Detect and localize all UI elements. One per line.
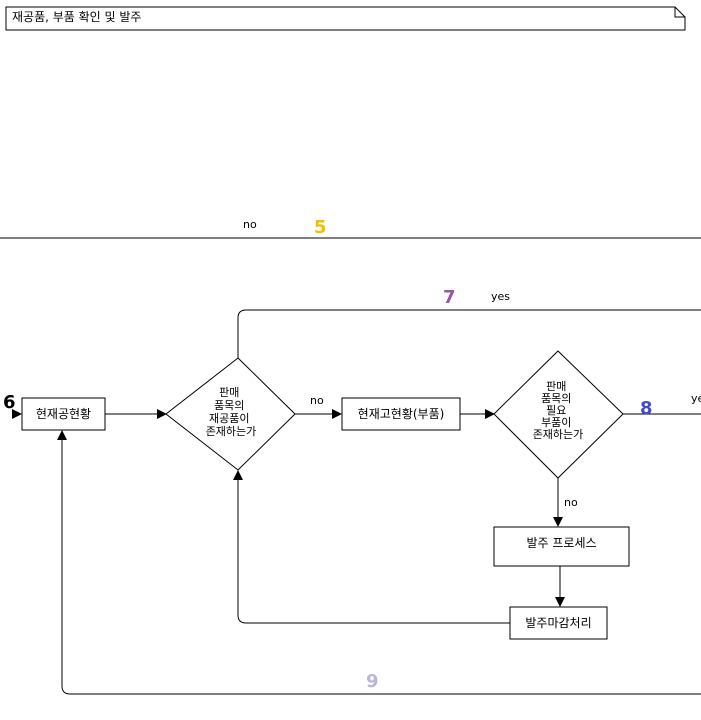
- edge-label-yes-top: yes: [491, 290, 510, 303]
- current-stock-label: 현재고현황(부품): [358, 407, 445, 421]
- marker-7: 7: [443, 287, 456, 308]
- loop-back-to-wip: [57, 430, 701, 695]
- decision-parts-exist[interactable]: 판매 품목의 필요 부품이 존재하는가: [493, 350, 624, 479]
- order-process-box[interactable]: 발주 프로세스: [493, 526, 630, 567]
- decision1-label: 판매 품목의 재공품이 존재하는가: [206, 386, 257, 438]
- decision-wip-exists[interactable]: 판매 품목의 재공품이 존재하는가: [165, 357, 296, 471]
- loop-back-to-decision1: [233, 470, 510, 624]
- current-stock-box[interactable]: 현재고현황(부품): [341, 397, 461, 431]
- yes-path-top: [237, 309, 701, 358]
- marker-8: 8: [640, 398, 653, 419]
- order-close-label: 발주마감처리: [525, 616, 591, 630]
- decision2-label: 판매 품목의 필요 부품이 존재하는가: [533, 380, 584, 441]
- note-header: 재공품, 부품 확인 및 발주: [5, 6, 686, 31]
- current-wip-box[interactable]: 현재공현황: [21, 397, 106, 431]
- current-wip-label: 현재공현황: [36, 407, 91, 421]
- order-close-box[interactable]: 발주마감처리: [509, 606, 608, 640]
- edge-label-no-top: no: [243, 218, 257, 231]
- note-title: 재공품, 부품 확인 및 발주: [12, 10, 141, 24]
- marker-9: 9: [366, 671, 379, 692]
- edge-label-yes-right: yes: [691, 392, 701, 405]
- edge-label-no-down: no: [564, 496, 578, 509]
- marker-5: 5: [314, 217, 327, 238]
- edge-label-no-mid: no: [310, 394, 324, 407]
- marker-6: 6: [3, 392, 16, 413]
- order-process-label: 발주 프로세스: [526, 536, 596, 550]
